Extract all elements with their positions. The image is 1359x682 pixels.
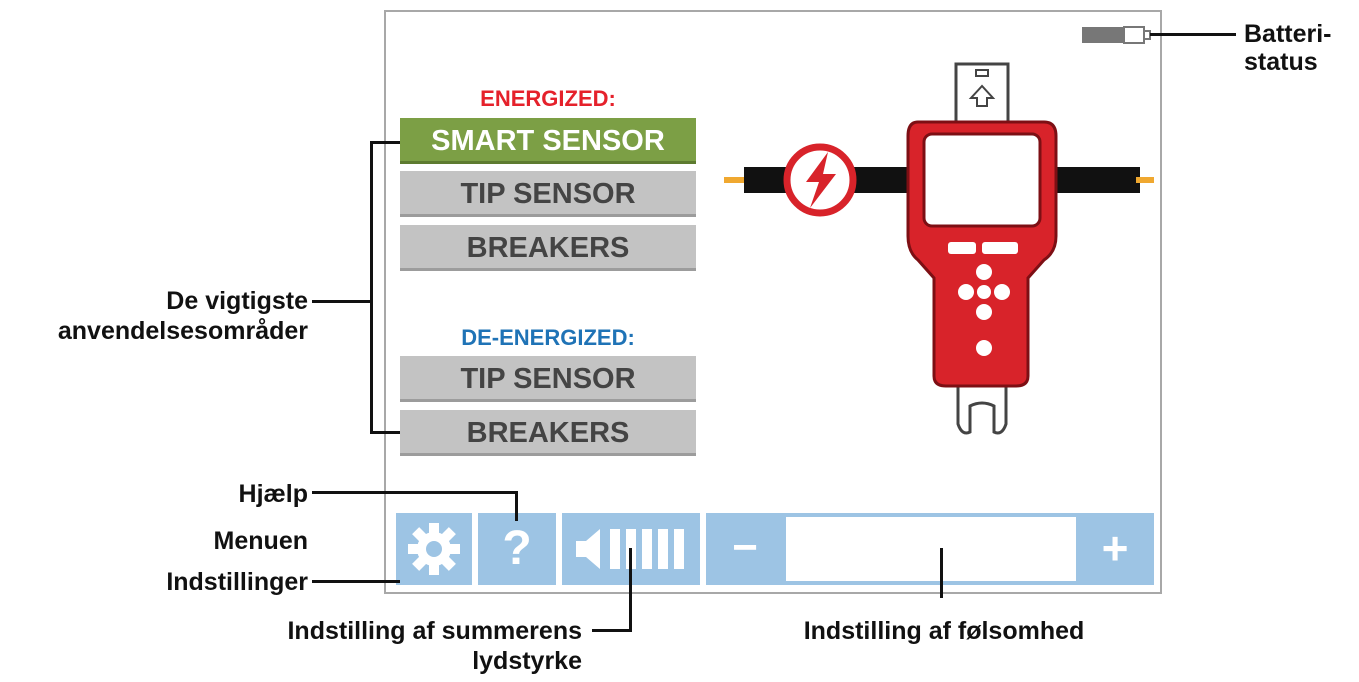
battery-callout-line1: Batteri- [1244,20,1332,48]
sensitivity-plus-button[interactable]: + [1101,522,1129,574]
help-callout-line [312,491,518,494]
mode-breakers-deenergized[interactable]: BREAKERS [400,410,696,456]
mode-smart-sensor[interactable]: SMART SENSOR [400,118,696,164]
mode-tip-sensor-energized[interactable]: TIP SENSOR [400,171,696,217]
main-uses-bracket-top [370,141,400,144]
mode-tip-sensor-deenergized[interactable]: TIP SENSOR [400,356,696,402]
main-uses-callout-line [312,300,372,303]
settings-callout: Indstillinger [166,568,308,596]
gear-icon [408,523,460,575]
device-display [922,132,1042,228]
battery-callout-line2: status [1244,48,1318,76]
main-uses-bracket [370,141,373,433]
battery-callout: Batteri- status [1244,20,1354,76]
volume-callout-line-vertical [629,548,632,632]
battery-callout-line [1150,33,1236,36]
main-uses-callout-line2: anvendelsesområder [57,317,308,345]
main-uses-callout-line1: De vigtigste [166,287,308,315]
settings-button[interactable] [396,513,472,585]
deenergized-header: DE-ENERGIZED: [461,325,635,350]
main-uses-bracket-bottom [370,431,400,434]
sensitivity-slider-track[interactable] [786,517,1076,581]
volume-callout-line [592,629,632,632]
top-probe [954,62,1010,130]
energized-header: ENERGIZED: [480,86,616,111]
sensitivity-minus-button[interactable]: − [732,523,758,572]
menu-callout: Menuen [213,527,308,555]
cable-end-right [1136,177,1154,183]
bottom-hook [956,378,1008,435]
volume-callout: Indstilling af summerens lydstyrke [170,616,582,676]
volume-callout-line1: Indstilling af summerens [287,617,582,645]
cable-end-left [724,177,748,183]
mode-breakers-energized[interactable]: BREAKERS [400,225,696,271]
help-button[interactable]: ? [478,513,556,585]
sensitivity-callout: Indstilling af følsomhed [803,617,1085,645]
volume-callout-line2: lydstyrke [472,647,582,675]
settings-callout-line [312,580,400,583]
device-illustration [724,62,1154,435]
help-callout: Hjælp [238,480,308,508]
battery-icon [1082,26,1151,44]
main-uses-callout: De vigtigste anvendelsesområder [10,286,308,346]
device-screen [384,10,1162,594]
sensitivity-callout-line [940,548,943,598]
high-voltage-icon [783,143,857,217]
help-callout-line-drop [515,491,518,521]
